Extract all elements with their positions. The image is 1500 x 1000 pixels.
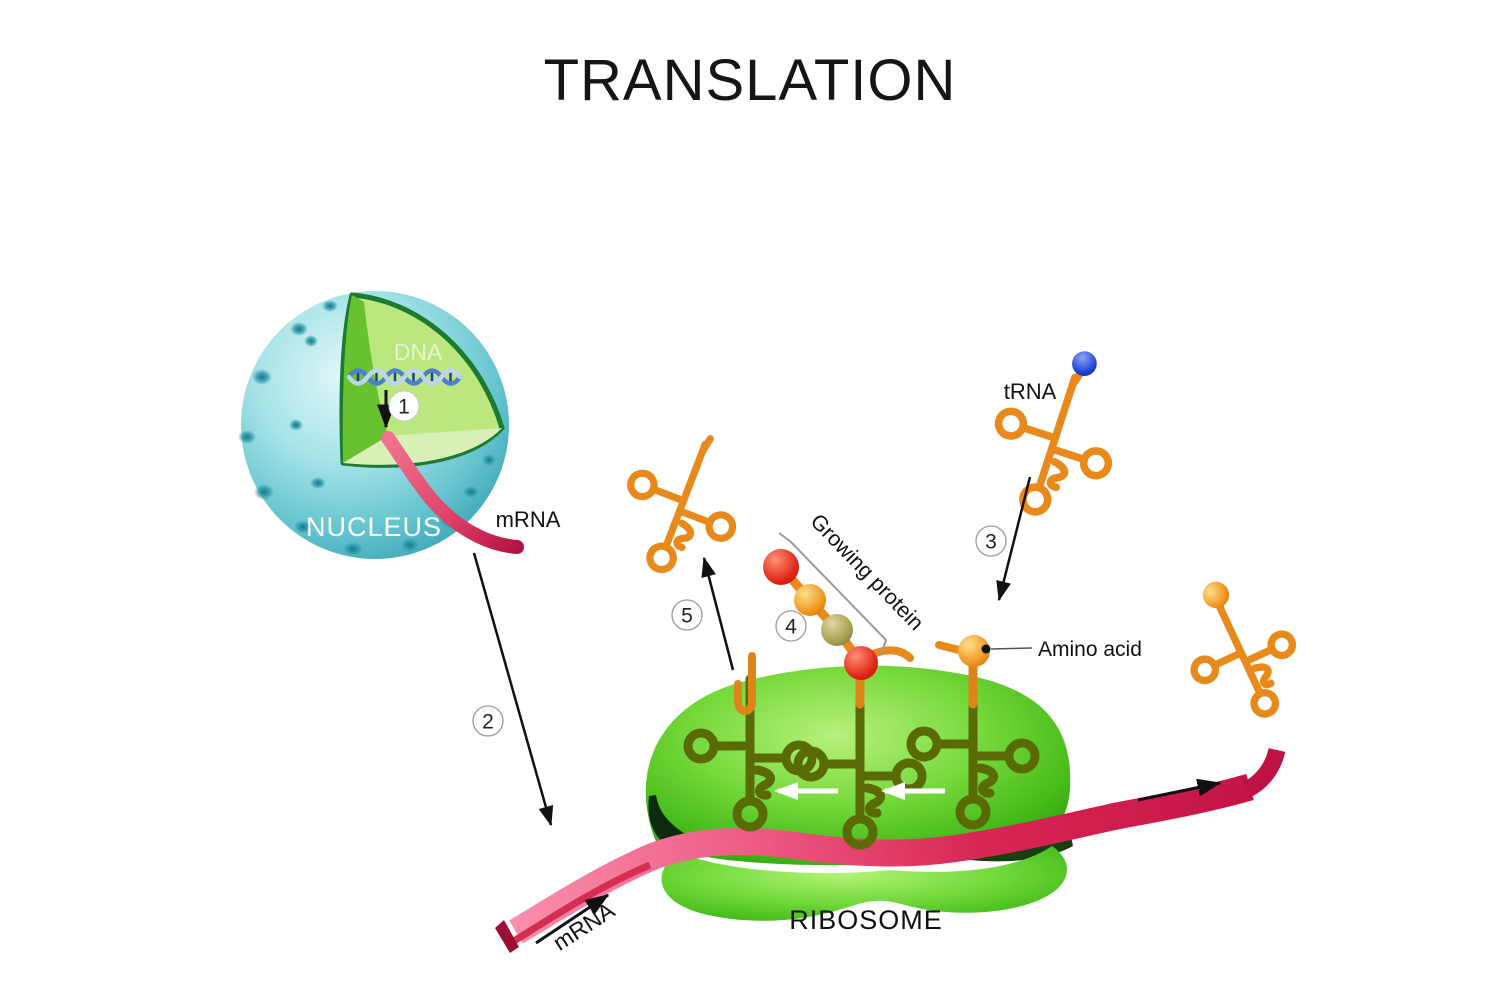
amino-acid-label: Amino acid <box>1038 638 1142 661</box>
ribosome-group <box>495 652 1286 953</box>
mrna-strand-ribbon <box>495 747 1286 953</box>
free-trna-incoming <box>975 351 1139 529</box>
growing-protein-chain: Growing protein 4 <box>763 509 928 680</box>
protein-bead-orange <box>794 584 826 616</box>
svg-text:3: 3 <box>985 531 997 554</box>
nucleus-label: NUCLEUS <box>306 512 442 542</box>
protein-bead-olive <box>821 614 853 646</box>
dna-label: DNA <box>394 339 443 365</box>
mrna-ribbon-end-face <box>495 920 519 953</box>
step-4-badge: 4 <box>775 610 807 642</box>
growing-protein-bracket <box>778 532 888 655</box>
trna-exit-arrow <box>701 556 735 671</box>
ribosome-label: RIBOSOME <box>789 905 943 935</box>
trna-label: tRNA <box>1004 379 1057 404</box>
mrna-transport-arrow <box>472 552 554 827</box>
amino-acid-callout: Amino acid <box>935 635 1142 667</box>
step-1-badge: 1 <box>388 390 420 422</box>
callout-dot <box>981 644 991 654</box>
step-3-badge: 3 <box>975 525 1007 557</box>
amino-acid-ball <box>958 635 990 667</box>
amino-acid-ball-blue <box>1072 351 1097 376</box>
svg-text:4: 4 <box>785 616 797 639</box>
mrna-label-nucleus: mRNA <box>496 507 561 532</box>
ribosome-small-subunit <box>661 846 1067 921</box>
svg-text:5: 5 <box>681 605 693 628</box>
callout-line <box>990 647 1033 650</box>
svg-text:2: 2 <box>482 711 494 734</box>
protein-bead-red-bottom <box>844 646 878 680</box>
mrna-direction-arrow-left <box>535 893 610 945</box>
dna-helix <box>346 368 463 386</box>
amino-acid-ball-right <box>1202 581 1230 609</box>
nucleus-group: DNA 1 NUCLEUS mRNA <box>238 291 561 559</box>
diagram-title: TRANSLATION <box>544 48 957 113</box>
svg-text:1: 1 <box>398 396 410 419</box>
trna-arrival-arrow <box>996 476 1032 602</box>
step-5-badge: 5 <box>671 599 703 631</box>
step-2-badge: 2 <box>472 705 504 737</box>
mrna-exit-ribbon <box>381 431 524 554</box>
mrna-direction-arrow-right <box>1137 778 1222 802</box>
free-trna-right <box>1163 562 1315 734</box>
free-trna-leaving <box>605 418 760 589</box>
protein-bead-red-top <box>763 549 799 585</box>
